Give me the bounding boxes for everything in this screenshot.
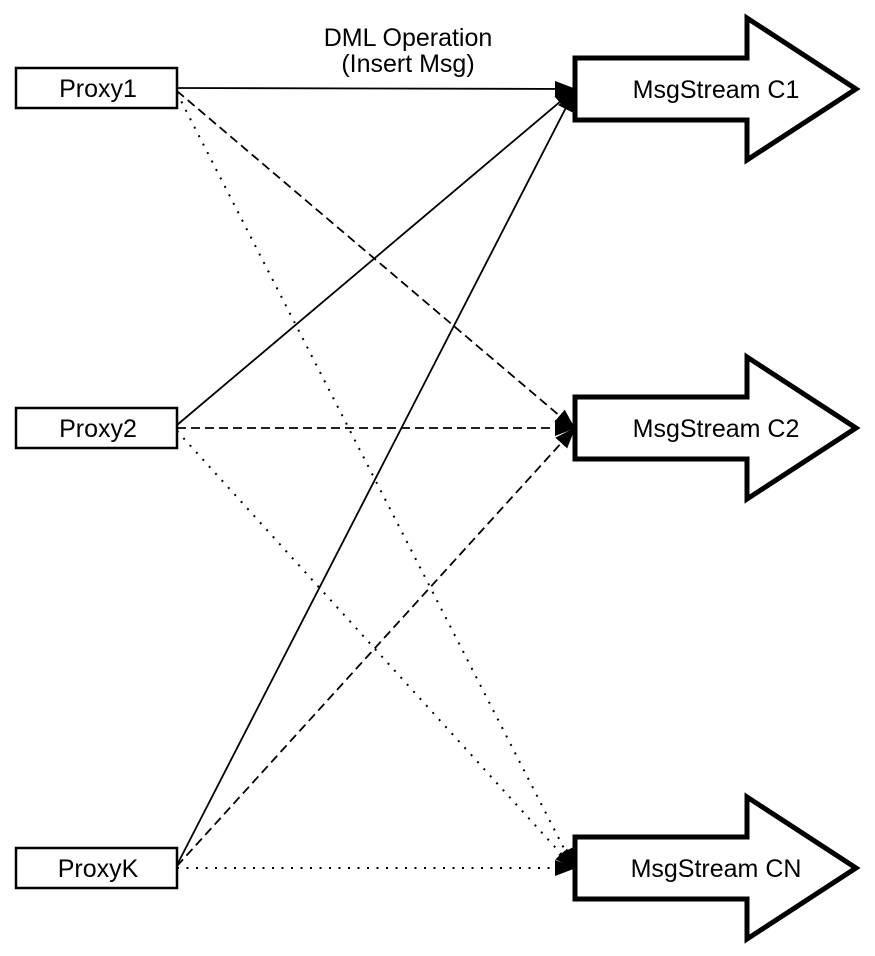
proxy2-label: Proxy2 — [59, 415, 137, 443]
edge-proxy1-c1 — [176, 80, 576, 97]
edge-proxyk-c1 — [176, 90, 575, 866]
caption: DML Operation (Insert Msg) — [324, 24, 493, 78]
proxy-node-2: Proxy2 — [14, 406, 179, 450]
proxy2-box — [14, 406, 179, 450]
proxyk-box — [14, 846, 179, 890]
stream-node-c2: MsgStream C2 — [572, 352, 861, 504]
c1-label: MsgStream C1 — [633, 76, 800, 104]
proxy-node-k: ProxyK — [14, 846, 179, 890]
proxy1-box — [14, 66, 179, 110]
stream-node-cn: MsgStream CN — [572, 792, 861, 944]
proxyk-label: ProxyK — [58, 855, 139, 883]
c2-label: MsgStream C2 — [633, 415, 800, 443]
edge-proxyk-c2 — [176, 427, 576, 867]
stream-node-c1: MsgStream C1 — [572, 13, 861, 165]
cn-label: MsgStream CN — [631, 855, 802, 883]
c2-block-arrow-shape — [572, 352, 861, 504]
cn-block-arrow-shape — [572, 792, 861, 944]
proxy-node-1: Proxy1 — [14, 66, 179, 110]
caption-line-1: DML Operation — [324, 24, 493, 52]
edge-proxy1-c2 — [176, 90, 576, 430]
c1-block-arrow-shape — [572, 13, 861, 165]
caption-line-2: (Insert Msg) — [341, 50, 474, 78]
edge-proxy2-c1 — [176, 88, 576, 426]
edge-proxy2-cn — [176, 430, 576, 870]
proxy1-label: Proxy1 — [59, 75, 137, 103]
